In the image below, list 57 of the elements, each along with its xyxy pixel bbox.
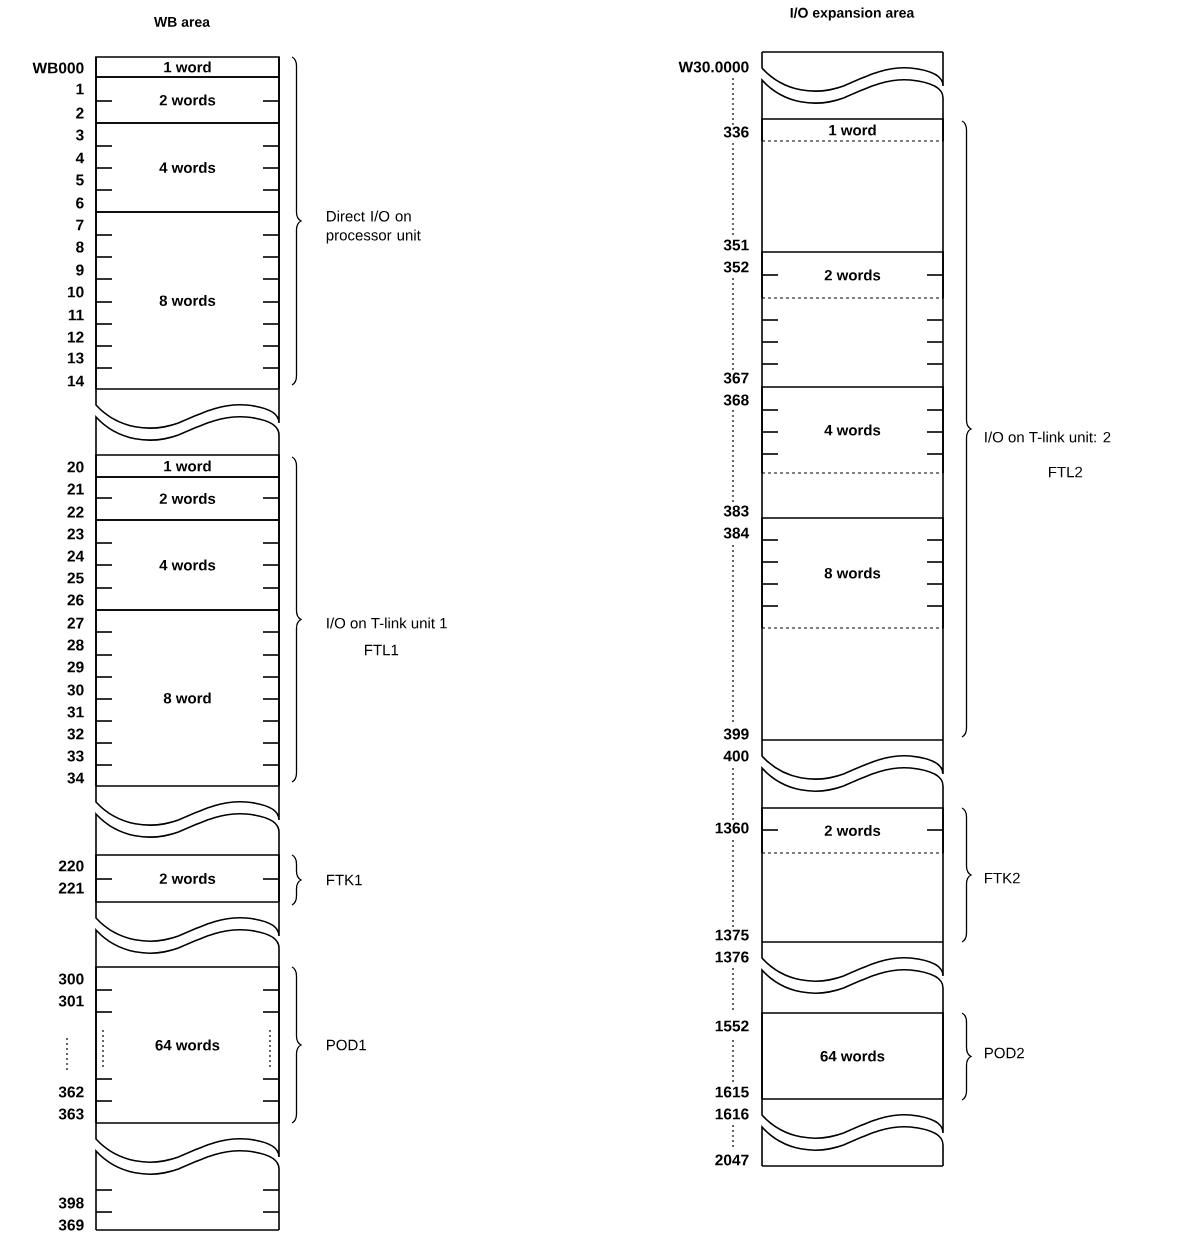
brace-label: FTL1 — [365, 644, 399, 656]
address-number: 6 — [76, 197, 84, 209]
memory-cell: 2 words — [95, 476, 280, 521]
memory-cell: 8 words — [761, 517, 944, 629]
address-number: 20 — [67, 461, 84, 473]
address-number: 383 — [723, 505, 749, 517]
address-number: 1376 — [715, 951, 749, 963]
address-number: 399 — [723, 728, 749, 740]
memory-cell: 2 words — [761, 807, 944, 854]
memory-cell: 1 word — [95, 56, 280, 78]
address-number: 351 — [723, 239, 749, 251]
address-number: 27 — [67, 617, 84, 629]
memory-cell: 1 word — [95, 454, 280, 478]
memory-cell: 2 words — [95, 854, 280, 903]
address-number: 4 — [75, 152, 85, 164]
address-number: 400 — [723, 750, 749, 762]
brace-label: POD2 — [985, 1047, 1024, 1059]
address-number: 23 — [67, 528, 84, 540]
brace-label: FTK1 — [327, 874, 362, 886]
brace-label: FTK2 — [985, 872, 1020, 884]
memory-cell: 2 words — [761, 251, 944, 299]
address-number: 367 — [723, 372, 749, 384]
address-number: 1375 — [715, 929, 749, 941]
address-number: 398 — [58, 1197, 84, 1209]
area-heading: I/O expansion area — [790, 7, 915, 21]
address-number: 22 — [67, 506, 84, 518]
address-number: 2 — [76, 107, 84, 119]
brace-label: I/O on T-link unit: 2 — [985, 431, 1111, 443]
address-number: WB000 — [32, 62, 84, 74]
address-number: 1616 — [715, 1108, 749, 1120]
address-number: 26 — [67, 594, 84, 606]
address-number: 8 — [76, 241, 84, 253]
address-number: 2047 — [715, 1154, 749, 1166]
address-number: 3 — [75, 129, 84, 141]
address-number: 25 — [67, 572, 84, 584]
memory-cell: 4 words — [761, 386, 944, 474]
address-number: 7 — [76, 219, 84, 231]
brace-label: Direct I/O on processor unit — [326, 210, 421, 244]
address-number: 369 — [58, 1219, 84, 1231]
memory-cell: 8 word — [95, 609, 280, 787]
brace-label: I/O on T-link unit 1 — [327, 617, 447, 629]
address-number: 28 — [67, 639, 84, 651]
memory-cell: 64 words — [95, 966, 280, 1124]
memory-cell: 64 words — [761, 1012, 944, 1100]
address-number: W30.0000 — [678, 61, 749, 73]
memory-cell: 1 word — [761, 118, 944, 142]
memory-cell: 4 words — [95, 519, 280, 611]
brace-label: FTL2 — [1049, 466, 1083, 478]
memory-cell: 8 words — [95, 211, 280, 390]
memory-cell: 4 words — [95, 122, 280, 213]
memory-cell: 2 words — [95, 76, 280, 124]
address-number: 1 — [76, 83, 84, 95]
address-number: 5 — [76, 174, 84, 186]
area-heading: WB area — [154, 17, 211, 27]
brace-label: POD1 — [327, 1039, 366, 1051]
address-number: 24 — [67, 550, 85, 562]
address-number: 21 — [67, 483, 84, 495]
